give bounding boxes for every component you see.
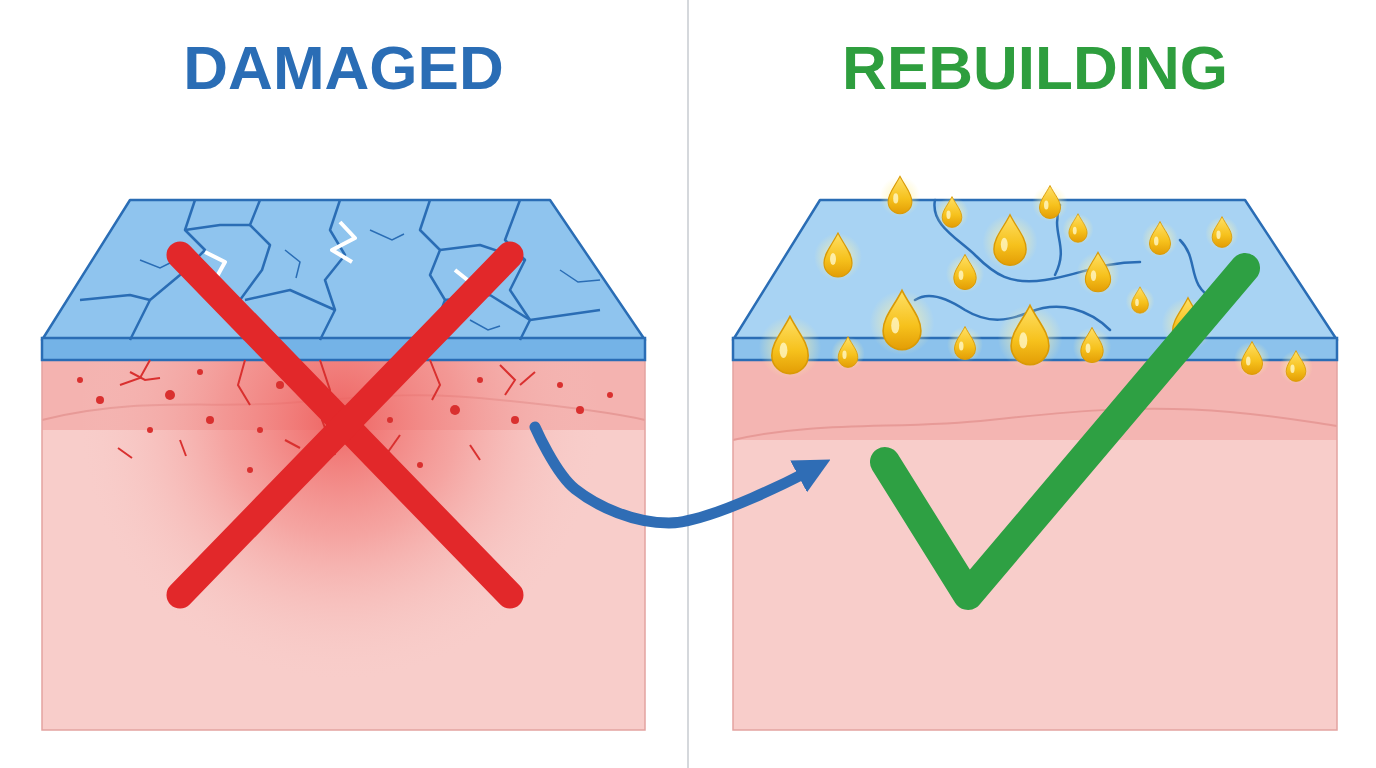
skin-panel: REBUILDING [733,195,1337,730]
panel-heading: REBUILDING [713,37,1357,99]
panel-heading: DAMAGED [22,37,665,99]
flow-arrow [535,427,805,523]
skin-panel: DAMAGED [42,195,645,730]
damaged-skin [42,200,645,730]
rebuilding-skin [733,176,1337,730]
